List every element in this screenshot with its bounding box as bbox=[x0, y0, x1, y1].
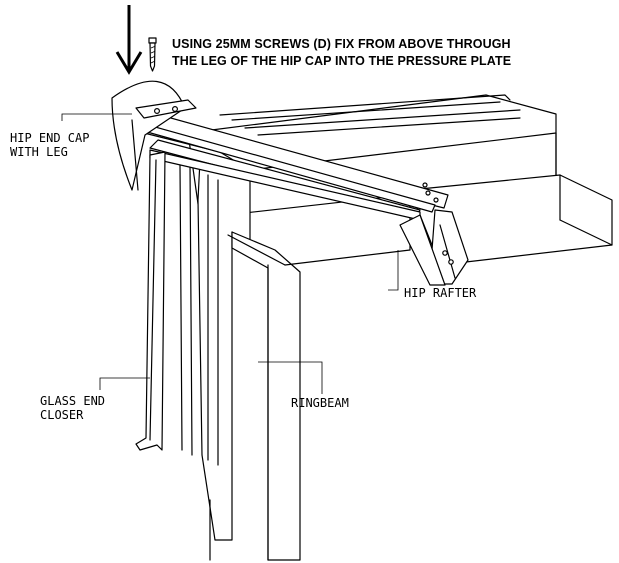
fixing-instruction: USING 25MM SCREWS (D) FIX FROM ABOVE THR… bbox=[172, 36, 612, 70]
glass-end-closer bbox=[135, 151, 166, 451]
instruction-line-1: USING 25MM SCREWS (D) FIX FROM ABOVE THR… bbox=[172, 37, 511, 51]
hip-end-cap bbox=[111, 80, 197, 191]
label-glass-end-closer: GLASS END CLOSER bbox=[40, 394, 106, 422]
label-hip-rafter: HIP RAFTER bbox=[404, 286, 477, 300]
down-arrow-icon bbox=[115, 5, 143, 75]
instruction-line-2: THE LEG OF THE HIP CAP INTO THE PRESSURE… bbox=[172, 54, 512, 68]
label-ringbeam: RINGBEAM bbox=[291, 396, 349, 410]
hip-rafter bbox=[129, 109, 469, 286]
screw-icon bbox=[148, 37, 157, 72]
label-hip-end-cap: HIP END CAP WITH LEG bbox=[10, 131, 90, 159]
glazing-bars bbox=[219, 94, 521, 136]
leader-lines bbox=[61, 113, 399, 394]
